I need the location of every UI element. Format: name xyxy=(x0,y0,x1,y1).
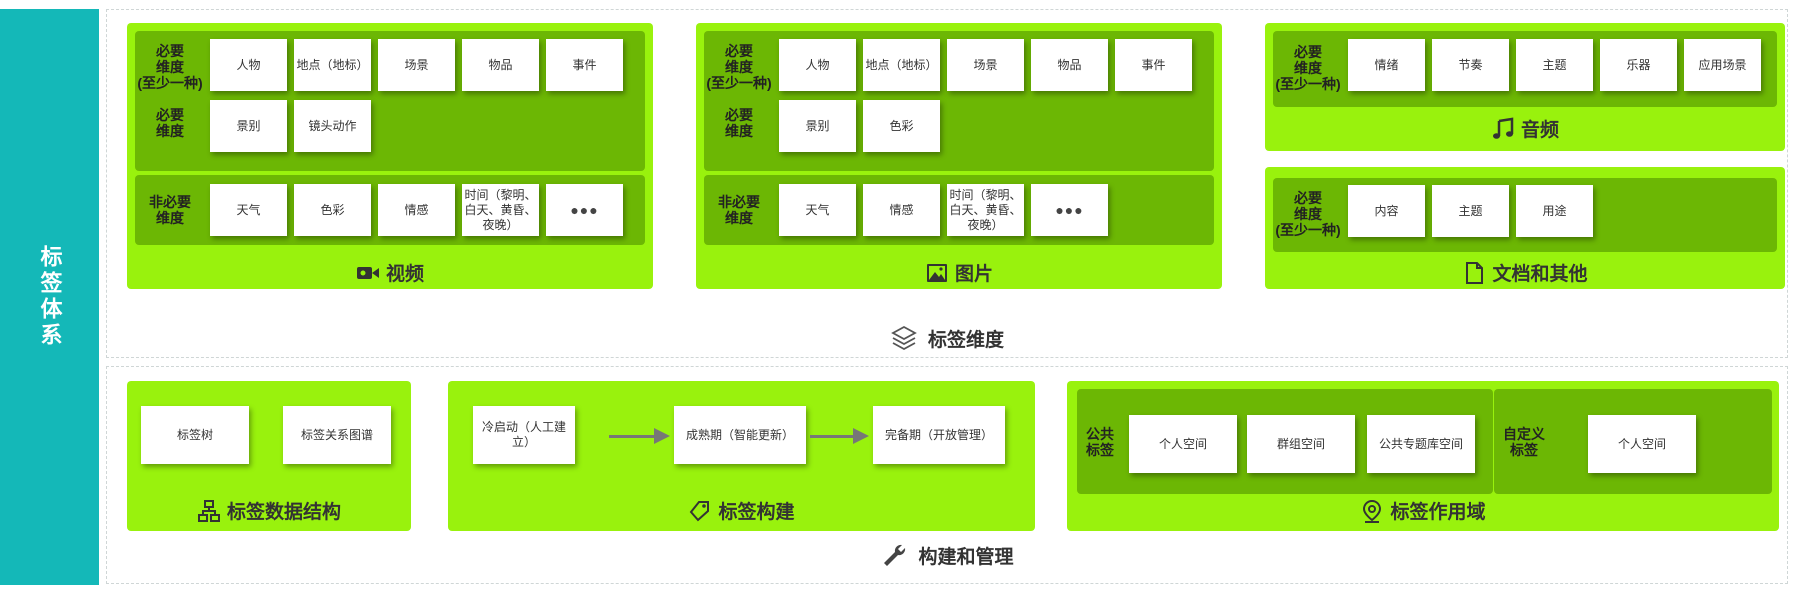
image-required2-label: 必要维度 xyxy=(725,107,753,139)
build-step-card[interactable]: 完备期（开放管理） xyxy=(873,406,1005,464)
structure-panel: 标签树 标签关系图谱 标签数据结构 xyxy=(127,381,411,531)
audio-required-card[interactable]: 应用场景 xyxy=(1684,39,1761,91)
scope-custom-label: 自定义标签 xyxy=(1503,426,1545,458)
video-optional-band: 非必要维度 天气 色彩 情感 时间（黎明、白天、黄昏、夜晚） ●●● xyxy=(135,175,645,245)
docs-required-card[interactable]: 用途 xyxy=(1516,185,1593,237)
video-required2-card[interactable]: 景别 xyxy=(210,100,287,152)
build-title: 标签构建 xyxy=(448,497,1035,524)
scope-custom-band: 自定义标签 个人空间 xyxy=(1494,389,1772,494)
video-required-band: 必要维度(至少一种) 人物 地点（地标） 场景 物品 事件 必要维度 景别 镜头… xyxy=(135,31,645,171)
video-required-card[interactable]: 场景 xyxy=(378,39,455,91)
image-optional-label: 非必要维度 xyxy=(718,194,760,226)
arrow-icon xyxy=(609,428,670,444)
hierarchy-icon xyxy=(197,499,220,522)
audio-panel: 必要维度(至少一种) 情绪 节奏 主题 乐器 应用场景 音频 xyxy=(1265,23,1785,151)
build-step-card[interactable]: 成熟期（智能更新） xyxy=(674,406,806,464)
audio-required-card[interactable]: 主题 xyxy=(1516,39,1593,91)
video-title: 视频 xyxy=(127,259,653,286)
image-optional-card[interactable]: 天气 xyxy=(779,184,856,236)
scope-public-band: 公共标签 个人空间 群组空间 公共专题库空间 xyxy=(1077,389,1493,494)
video-required-card[interactable]: 事件 xyxy=(546,39,623,91)
image-optional-band: 非必要维度 天气 情感 时间（黎明、白天、黄昏、夜晚） ●●● xyxy=(704,175,1214,245)
music-note-icon xyxy=(1492,117,1514,139)
build-title-text: 标签构建 xyxy=(718,502,795,523)
location-pin-icon xyxy=(1363,499,1382,523)
image-panel: 必要维度(至少一种) 人物 地点（地标） 场景 物品 事件 必要维度 景别 色彩… xyxy=(696,23,1222,289)
structure-title: 标签数据结构 xyxy=(127,497,411,524)
scope-public-card[interactable]: 个人空间 xyxy=(1129,415,1237,473)
tag-dimensions-label: 标签维度 xyxy=(107,324,1787,352)
structure-card[interactable]: 标签关系图谱 xyxy=(283,406,391,464)
tag-dimensions-section: 必要维度(至少一种) 人物 地点（地标） 场景 物品 事件 必要维度 景别 镜头… xyxy=(106,9,1788,358)
docs-required-card[interactable]: 内容 xyxy=(1348,185,1425,237)
docs-title: 文档和其他 xyxy=(1265,259,1785,286)
docs-required-card[interactable]: 主题 xyxy=(1432,185,1509,237)
image-required2-card[interactable]: 景别 xyxy=(779,100,856,152)
audio-required-card[interactable]: 节奏 xyxy=(1432,39,1509,91)
audio-required-band: 必要维度(至少一种) 情绪 节奏 主题 乐器 应用场景 xyxy=(1273,31,1777,107)
video-required-card[interactable]: 人物 xyxy=(210,39,287,91)
audio-required-card[interactable]: 情绪 xyxy=(1348,39,1425,91)
audio-title: 音频 xyxy=(1265,115,1785,142)
structure-title-text: 标签数据结构 xyxy=(226,502,341,523)
image-title-text: 图片 xyxy=(954,264,993,285)
image-optional-card[interactable]: 情感 xyxy=(863,184,940,236)
build-manage-text: 构建和管理 xyxy=(918,546,1014,568)
audio-required-card[interactable]: 乐器 xyxy=(1600,39,1677,91)
build-manage-label: 构建和管理 xyxy=(107,541,1787,569)
tag-dimensions-text: 标签维度 xyxy=(927,329,1004,351)
docs-panel: 必要维度(至少一种) 内容 主题 用途 文档和其他 xyxy=(1265,167,1785,289)
arrow-icon xyxy=(810,428,869,444)
docs-required-band: 必要维度(至少一种) 内容 主题 用途 xyxy=(1273,178,1777,252)
image-required-card[interactable]: 事件 xyxy=(1115,39,1192,91)
video-optional-label: 非必要维度 xyxy=(149,194,191,226)
document-icon xyxy=(1466,261,1484,284)
audio-required-label: 必要维度(至少一种) xyxy=(1275,44,1341,92)
video-panel: 必要维度(至少一种) 人物 地点（地标） 场景 物品 事件 必要维度 景别 镜头… xyxy=(127,23,653,289)
sidebar-title: 标签体系 xyxy=(37,245,63,349)
build-manage-section: 标签树 标签关系图谱 标签数据结构 冷启动（人工建立） 成熟期（智能更新） 完备… xyxy=(106,366,1788,584)
image-more-card[interactable]: ●●● xyxy=(1031,184,1108,236)
build-panel: 冷启动（人工建立） 成熟期（智能更新） 完备期（开放管理） 标签构建 xyxy=(448,381,1035,531)
scope-public-card[interactable]: 公共专题库空间 xyxy=(1367,415,1475,473)
tag-icon xyxy=(690,500,710,521)
build-step-card[interactable]: 冷启动（人工建立） xyxy=(473,406,575,464)
image-required-card[interactable]: 人物 xyxy=(779,39,856,91)
scope-public-card[interactable]: 群组空间 xyxy=(1247,415,1355,473)
video-required2-card[interactable]: 镜头动作 xyxy=(294,100,371,152)
scope-custom-card[interactable]: 个人空间 xyxy=(1588,415,1696,473)
image-required-card[interactable]: 地点（地标） xyxy=(863,39,940,91)
video-optional-card[interactable]: 色彩 xyxy=(294,184,371,236)
layers-icon xyxy=(891,325,917,351)
scope-title: 标签作用域 xyxy=(1067,497,1779,524)
image-title: 图片 xyxy=(696,259,1222,286)
video-icon xyxy=(356,266,379,279)
image-required2-card[interactable]: 色彩 xyxy=(863,100,940,152)
video-more-card[interactable]: ●●● xyxy=(546,184,623,236)
docs-title-text: 文档和其他 xyxy=(1492,264,1588,285)
scope-title-text: 标签作用域 xyxy=(1390,502,1486,523)
video-required-card[interactable]: 地点（地标） xyxy=(294,39,371,91)
image-optional-card[interactable]: 时间（黎明、白天、黄昏、夜晚） xyxy=(947,184,1024,236)
image-required-label: 必要维度(至少一种) xyxy=(706,43,772,91)
video-optional-card[interactable]: 情感 xyxy=(378,184,455,236)
image-required-card[interactable]: 物品 xyxy=(1031,39,1108,91)
video-required-card[interactable]: 物品 xyxy=(462,39,539,91)
audio-title-text: 音频 xyxy=(1520,120,1559,141)
image-required-card[interactable]: 场景 xyxy=(947,39,1024,91)
sidebar: 标签体系 xyxy=(0,9,99,585)
video-required2-label: 必要维度 xyxy=(156,107,184,139)
video-optional-card[interactable]: 时间（黎明、白天、黄昏、夜晚） xyxy=(462,184,539,236)
image-icon xyxy=(926,263,947,282)
docs-required-label: 必要维度(至少一种) xyxy=(1275,190,1341,238)
wrench-icon xyxy=(884,544,906,566)
scope-public-label: 公共标签 xyxy=(1086,426,1114,458)
video-required-label: 必要维度(至少一种) xyxy=(137,43,203,91)
video-title-text: 视频 xyxy=(385,264,424,285)
structure-card[interactable]: 标签树 xyxy=(141,406,249,464)
scope-panel: 公共标签 个人空间 群组空间 公共专题库空间 自定义标签 个人空间 标签作用域 xyxy=(1067,381,1779,531)
video-optional-card[interactable]: 天气 xyxy=(210,184,287,236)
image-required-band: 必要维度(至少一种) 人物 地点（地标） 场景 物品 事件 必要维度 景别 色彩 xyxy=(704,31,1214,171)
